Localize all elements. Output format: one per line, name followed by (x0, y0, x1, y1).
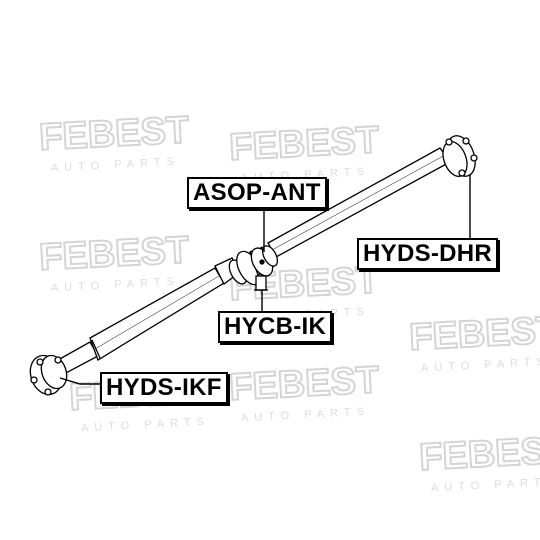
center-bearing-assembly (228, 245, 279, 291)
watermark-1: FEBEST AUTO PARTS (37, 108, 191, 175)
svg-text:FEBEST: FEBEST (408, 309, 540, 359)
rear-flex-coupling (442, 135, 478, 177)
svg-text:FEBEST: FEBEST (228, 119, 380, 169)
watermark-7: FEBEST AUTO PARTS (417, 428, 540, 495)
watermark-3: FEBEST AUTO PARTS (37, 228, 191, 295)
svg-text:AUTO PARTS: AUTO PARTS (81, 416, 211, 435)
leader-lines (59, 175, 471, 385)
part-label-center-bearing[interactable]: ASOP-ANT (187, 177, 327, 209)
svg-text:FEBEST: FEBEST (38, 229, 190, 279)
svg-text:AUTO PARTS: AUTO PARTS (421, 356, 540, 375)
watermark-5: FEBEST AUTO PARTS (407, 308, 540, 375)
svg-text:AUTO PARTS: AUTO PARTS (431, 476, 540, 495)
front-flex-coupling (29, 354, 68, 396)
svg-text:FEBEST: FEBEST (228, 359, 380, 409)
svg-text:AUTO PARTS: AUTO PARTS (51, 276, 181, 295)
svg-text:FEBEST: FEBEST (38, 109, 190, 159)
watermark-6: FEBEST AUTO PARTS (227, 358, 381, 425)
svg-text:AUTO PARTS: AUTO PARTS (241, 406, 371, 425)
svg-text:FEBEST: FEBEST (418, 429, 540, 479)
part-label-center-bushing[interactable]: HYCB-IK (218, 311, 333, 343)
part-label-rear-joint[interactable]: HYDS-DHR (357, 238, 499, 270)
watermark-2: FEBEST AUTO PARTS (227, 118, 381, 184)
svg-text:AUTO PARTS: AUTO PARTS (51, 156, 181, 175)
leader-front-joint (59, 377, 100, 385)
part-label-front-joint[interactable]: HYDS-IKF (100, 372, 228, 404)
